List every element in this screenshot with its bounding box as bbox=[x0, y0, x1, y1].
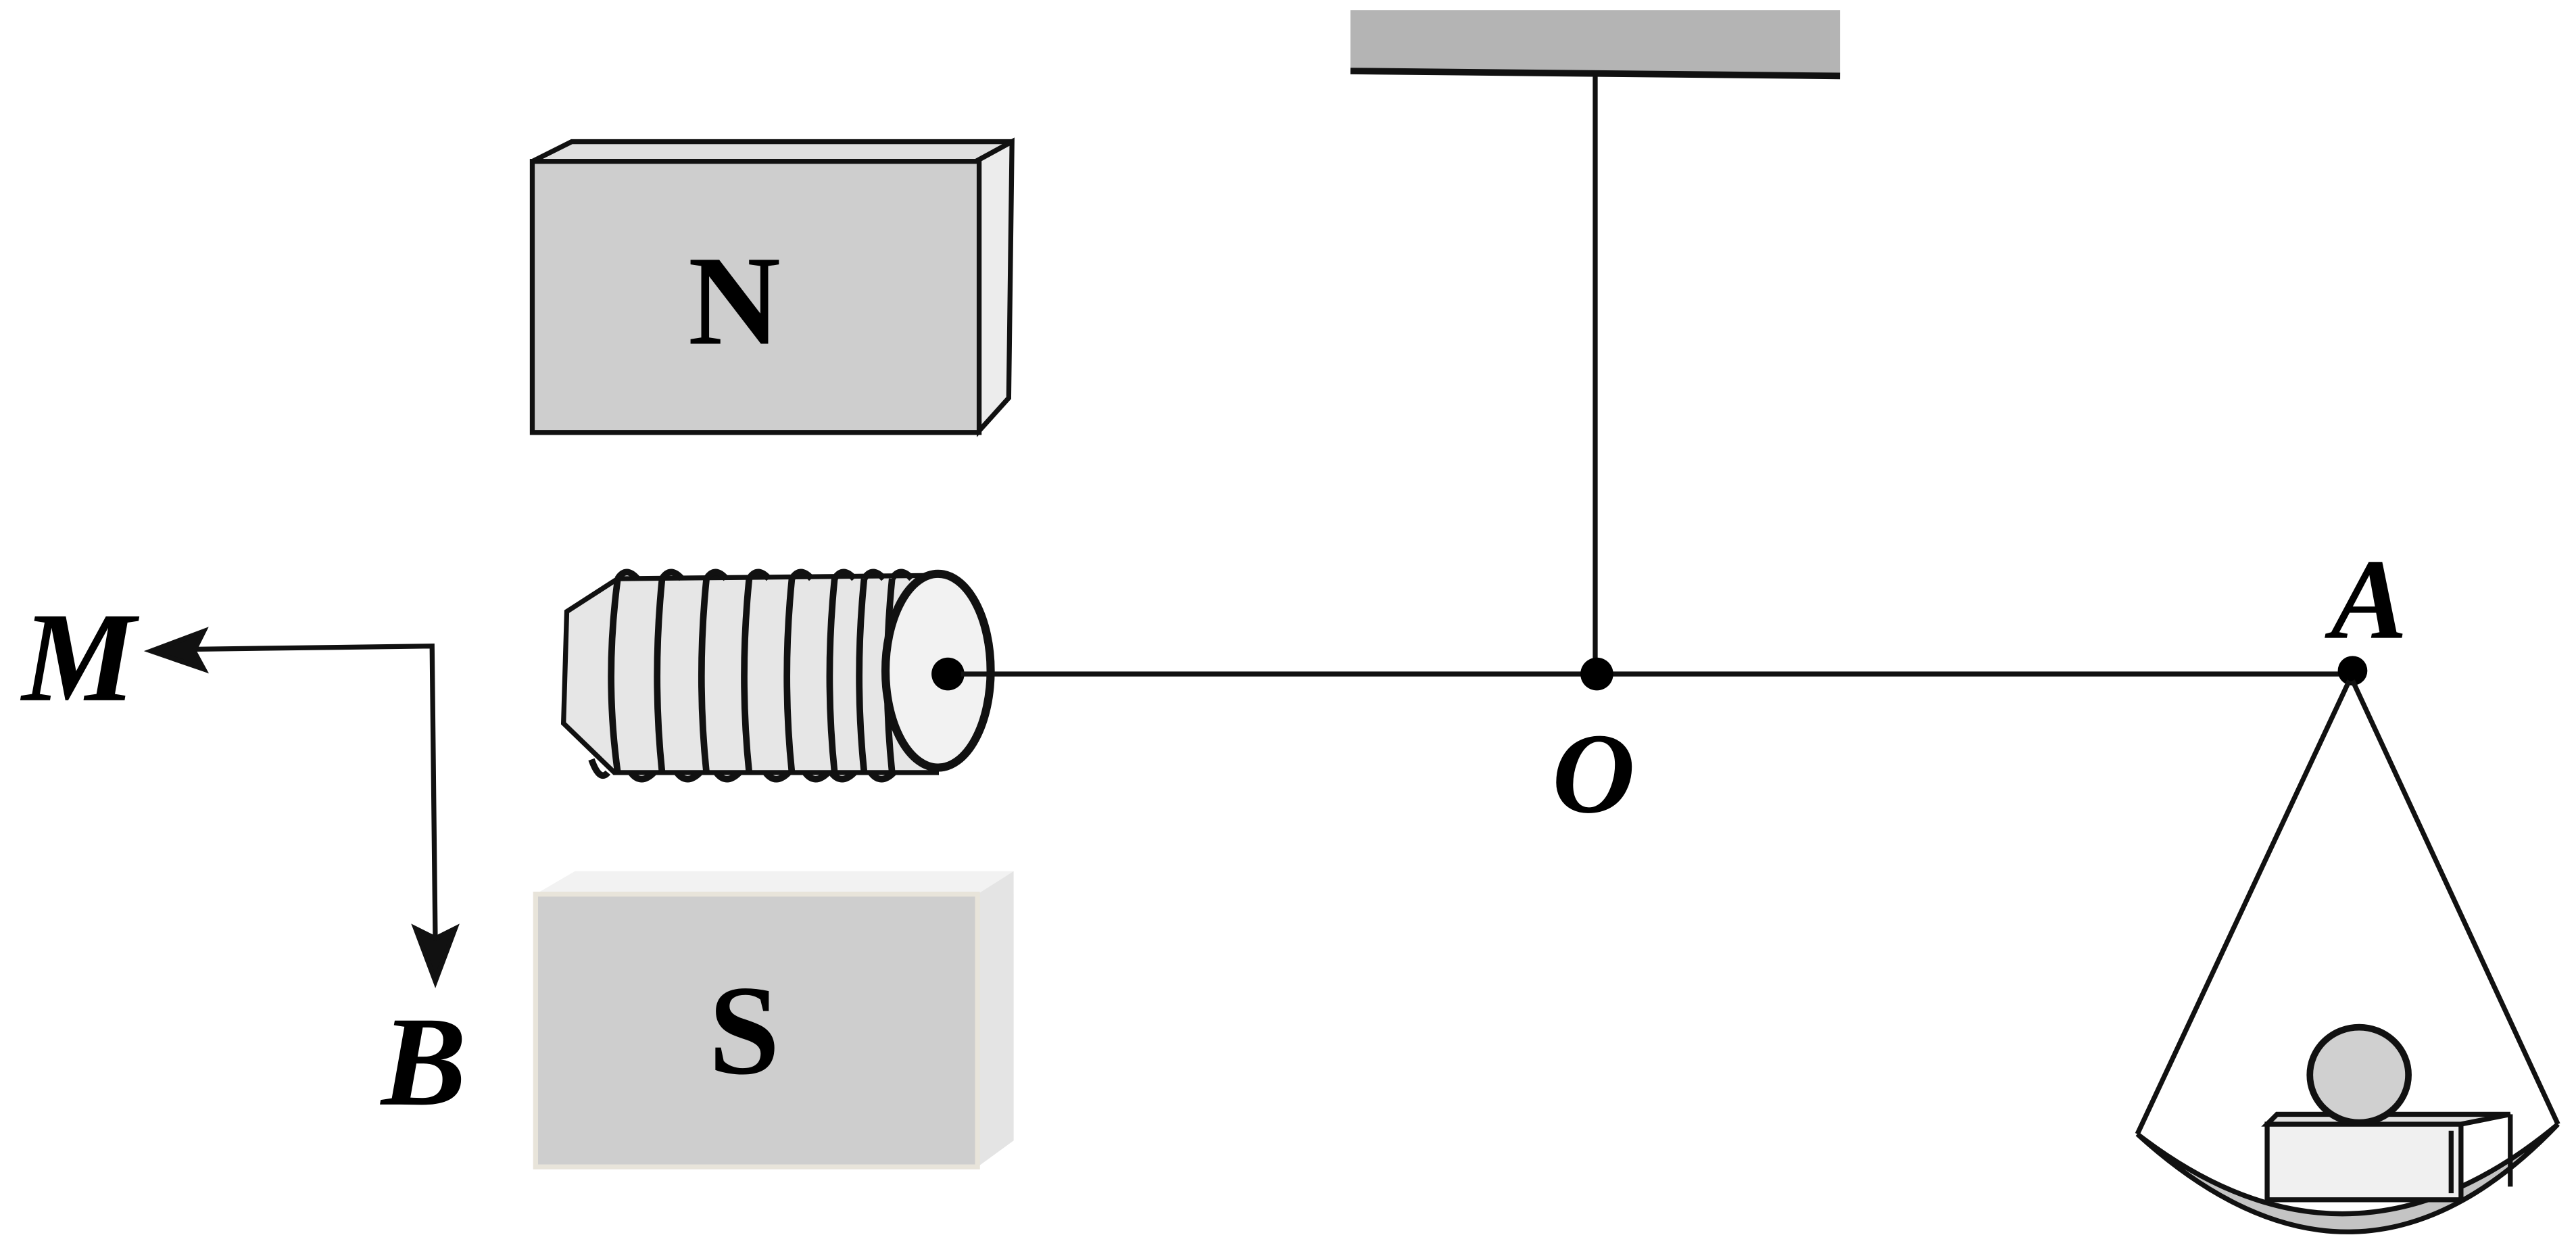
scale-pan bbox=[2135, 679, 2560, 1234]
pivot-o-label: O bbox=[1552, 709, 1635, 837]
point-a-dot bbox=[2337, 656, 2368, 686]
north-pole-label: N bbox=[688, 231, 781, 372]
pivot-point bbox=[1580, 657, 1613, 691]
point-b-label: B bbox=[380, 991, 466, 1133]
north-magnet: N bbox=[529, 137, 1015, 437]
point-m-label: M bbox=[20, 587, 139, 729]
point-a-label: A bbox=[2325, 535, 2407, 663]
south-pole-label: S bbox=[708, 960, 779, 1102]
circuit-wire bbox=[143, 627, 460, 988]
solenoid-coil bbox=[560, 569, 995, 783]
ceiling-support bbox=[1350, 10, 1841, 675]
south-magnet: S bbox=[533, 871, 1014, 1169]
